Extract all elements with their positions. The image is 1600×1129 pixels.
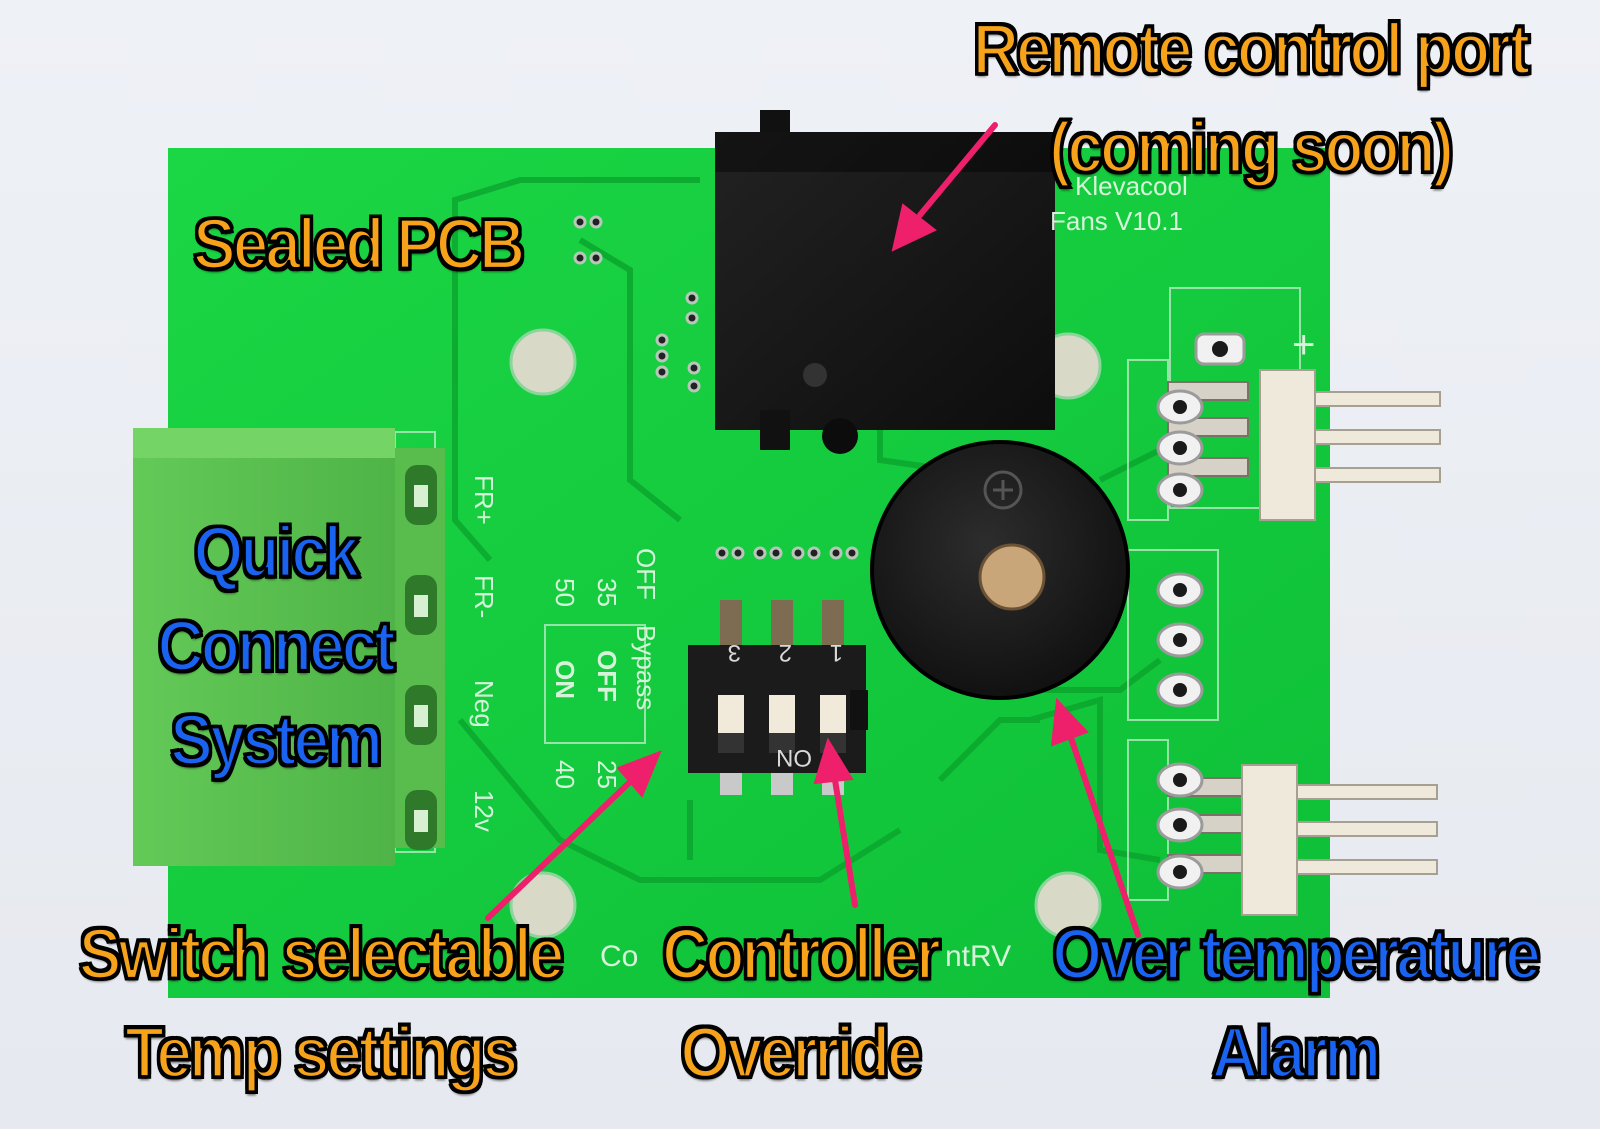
terminal-label-2: FR- [469, 575, 499, 618]
dip-col3-bottom: ON [550, 660, 580, 699]
callout-quick-connect-line2: Connect [156, 604, 397, 688]
dip-col2-bottom: OFF [592, 650, 622, 702]
callout-override-line1: Controller [661, 912, 943, 996]
callout-quick-connect-line3: System [169, 698, 385, 782]
quick-connect-terminal [133, 428, 445, 866]
terminal-label-3: Neg [469, 680, 499, 728]
dip-bottom-1: 40 [550, 760, 580, 789]
switch-number-2: 2 [779, 639, 792, 666]
switch-number-1: 1 [830, 639, 843, 666]
callout-override: Controller Override [640, 904, 960, 1101]
brand-line-1: Klevacool [1075, 171, 1188, 201]
callout-temp-settings-line2: Temp settings [123, 1010, 519, 1094]
terminal-label-4: 12v [469, 790, 499, 832]
callout-remote-port: Remote control port (coming soon) [930, 0, 1570, 197]
vias [573, 215, 859, 560]
callout-alarm-line1: Over temperature [1051, 912, 1543, 996]
dip-switch-numbers: 3 2 1 ON [728, 639, 843, 771]
callout-remote-port-line2: (coming soon) [1048, 105, 1456, 189]
arrow-remote-port [891, 122, 998, 252]
callout-alarm: Over temperature Alarm [1015, 904, 1575, 1101]
callout-quick-connect-line1: Quick [192, 510, 361, 594]
callout-alarm-line2: Alarm [1210, 1010, 1382, 1094]
callout-temp-settings-line1: Switch selectable [77, 912, 566, 996]
footer-left: Co [600, 940, 638, 973]
arrow-override [813, 737, 858, 908]
dip-col3-top: 50 [550, 578, 580, 607]
plus-mark: + [1292, 323, 1315, 367]
switch-number-3: 3 [728, 639, 741, 666]
dip-col1-bottom: Bypass [631, 625, 661, 710]
dip-bottom-2: 25 [592, 760, 622, 789]
right-headers [1156, 332, 1441, 916]
callout-override-line2: Override [679, 1010, 924, 1094]
terminal-label-1: FR+ [469, 475, 499, 525]
dip-col2-top: 35 [592, 578, 622, 607]
alarm-buzzer [870, 440, 1130, 700]
callout-sealed-pcb: Sealed PCB [191, 195, 526, 294]
dip-col1-top: OFF [631, 548, 661, 600]
callout-sealed-pcb-text: Sealed PCB [191, 202, 526, 286]
brand-line-2: Fans V10.1 [1050, 206, 1183, 236]
silkscreen-text: Klevacool Fans V10.1 + FR+ FR- Neg 12v O… [469, 171, 1315, 973]
callout-remote-port-line1: Remote control port [971, 7, 1532, 91]
arrow-temp-settings [485, 750, 662, 921]
callout-quick-connect: Quick Connect System [125, 505, 425, 787]
callout-temp-settings: Switch selectable Temp settings [40, 904, 600, 1101]
remote-control-port [715, 110, 1055, 454]
arrow-alarm [1050, 697, 1141, 938]
arrows [485, 122, 1141, 938]
footer-right: ntRV [945, 940, 1011, 973]
pcb-traces [452, 177, 1182, 883]
switch-on-label: ON [776, 744, 812, 771]
